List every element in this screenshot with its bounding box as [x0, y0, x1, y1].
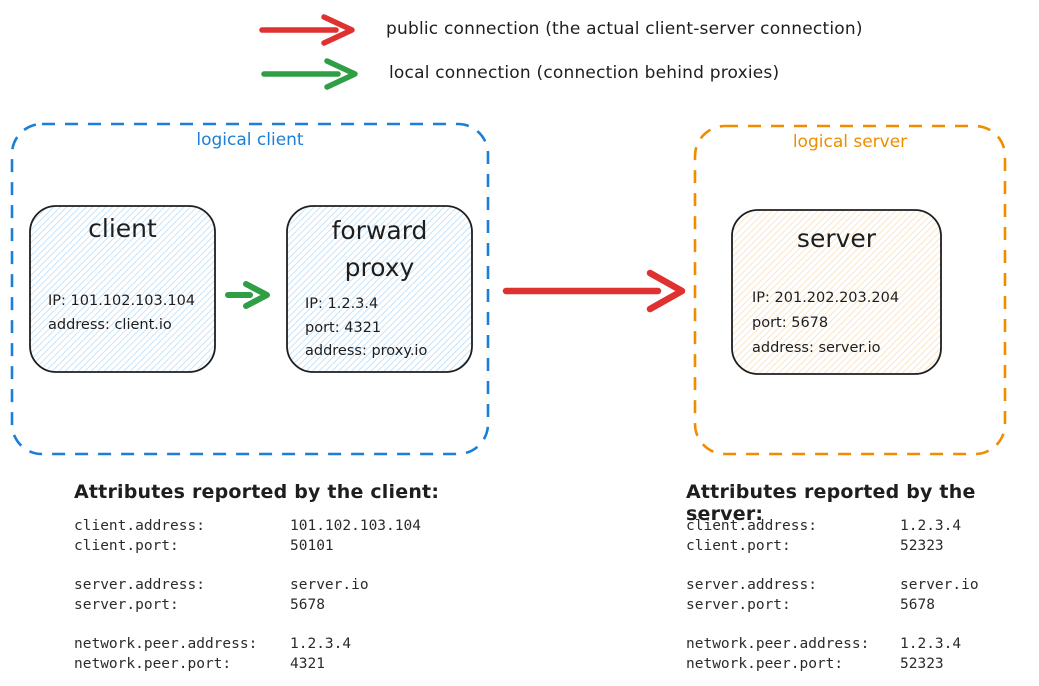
attr-value: 52323 — [900, 655, 944, 672]
attr-key: client.port: — [74, 537, 179, 554]
forward-proxy-node-title: forward proxy — [287, 212, 472, 286]
table-row: client.address: 101.102.103.104 — [74, 517, 421, 537]
table-row: server.port: 5678 — [686, 596, 979, 616]
client-to-proxy-arrow — [225, 281, 270, 309]
attr-key: network.peer.address: — [74, 636, 258, 652]
client-attributes-heading: Attributes reported by the client: — [74, 481, 440, 503]
attr-value: 4321 — [290, 655, 325, 672]
server-port-line: port: 5678 — [752, 315, 829, 331]
proxy-port-line: port: 4321 — [305, 319, 382, 336]
table-row: server.address: server.io — [74, 576, 421, 596]
proxy-ip-line: IP: 1.2.3.4 — [305, 296, 379, 312]
attr-value: 50101 — [290, 537, 334, 554]
table-row: client.address: 1.2.3.4 — [686, 517, 979, 537]
attr-key: network.peer.address: — [686, 636, 870, 652]
logical-server-label: logical server — [792, 132, 908, 152]
server-node-box — [731, 209, 942, 375]
table-row: client.port: 50101 — [74, 537, 421, 557]
attr-value: server.io — [290, 577, 369, 593]
client-address-line: address: client.io — [48, 317, 172, 333]
server-address-line: address: server.io — [752, 340, 881, 356]
local-connection-arrow-icon — [261, 58, 358, 90]
legend-local-connection-label: local connection (connection behind prox… — [389, 63, 780, 83]
client-attributes-table: client.address: 101.102.103.104 client.p… — [74, 517, 421, 674]
proxy-to-server-arrow — [502, 269, 686, 313]
attr-key: server.address: — [74, 577, 205, 593]
table-row: network.peer.port: 4321 — [74, 655, 421, 675]
attr-key: network.peer.port: — [686, 655, 844, 672]
attr-value: 5678 — [290, 596, 325, 613]
table-row: server.port: 5678 — [74, 596, 421, 616]
client-ip-line: IP: 101.102.103.104 — [48, 293, 196, 309]
logical-client-label: logical client — [196, 130, 304, 150]
attr-key: server.address: — [686, 577, 817, 593]
attr-value: 5678 — [900, 596, 935, 613]
attr-value: 1.2.3.4 — [290, 636, 352, 652]
server-ip-line: IP: 201.202.203.204 — [752, 290, 900, 306]
table-row: network.peer.address: 1.2.3.4 — [74, 635, 421, 655]
proxy-address-line: address: proxy.io — [305, 343, 428, 359]
attr-value: 1.2.3.4 — [900, 518, 962, 534]
logical-client-boundary — [10, 122, 490, 456]
client-node-title: client — [88, 214, 157, 243]
legend-public-connection-label: public connection (the actual client-ser… — [386, 19, 863, 39]
logical-server-boundary — [693, 124, 1007, 456]
forward-proxy-node-box — [286, 205, 473, 373]
attr-key: server.port: — [686, 596, 791, 613]
attr-key: client.address: — [686, 518, 817, 534]
client-node-details: IP: 101.102.103.104 address: client.io — [48, 289, 195, 337]
server-node-title: server — [796, 224, 877, 253]
client-node-box — [29, 205, 216, 373]
forward-proxy-title-text: forward proxy — [331, 216, 428, 282]
attr-value: 1.2.3.4 — [900, 636, 962, 652]
server-attributes-table: client.address: 1.2.3.4 client.port: 523… — [686, 517, 979, 674]
attr-value: 52323 — [900, 537, 944, 554]
table-row: network.peer.address: 1.2.3.4 — [686, 635, 979, 655]
attr-key: client.port: — [686, 537, 791, 554]
attr-key: server.port: — [74, 596, 179, 613]
table-row: server.address: server.io — [686, 576, 979, 596]
attr-key: network.peer.port: — [74, 655, 232, 672]
forward-proxy-node-details: IP: 1.2.3.4 port: 4321 address: proxy.io — [305, 293, 427, 364]
public-connection-arrow-icon — [259, 14, 355, 46]
table-row: network.peer.port: 52323 — [686, 655, 979, 675]
attr-key: client.address: — [74, 518, 205, 534]
server-attributes-heading: Attributes reported by the server: — [686, 481, 976, 525]
server-node-details: IP: 201.202.203.204 port: 5678 address: … — [752, 286, 899, 361]
table-row: client.port: 52323 — [686, 537, 979, 557]
attr-value: 101.102.103.104 — [290, 518, 421, 534]
attr-value: server.io — [900, 577, 979, 593]
